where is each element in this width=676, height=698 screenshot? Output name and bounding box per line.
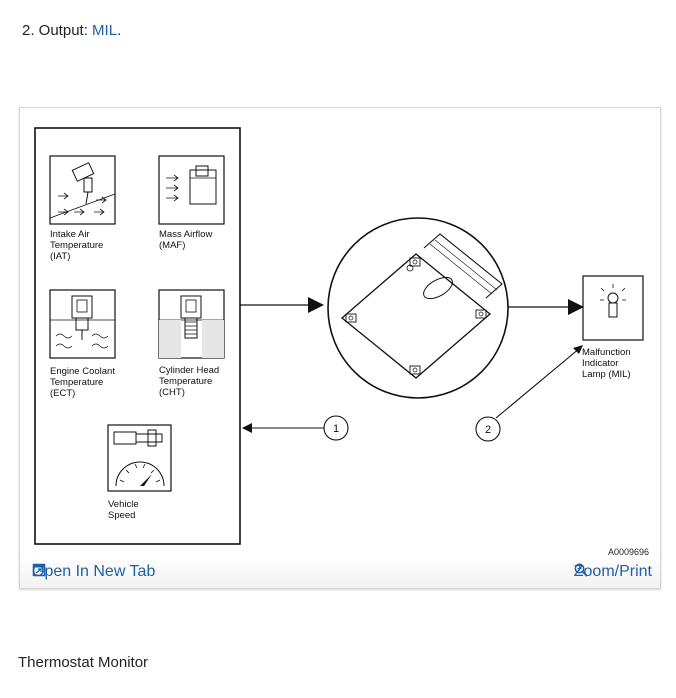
maf-sensor-icon [158,155,225,225]
figure-toolbar: Open In New Tab Zoom/Print [20,556,660,588]
cht-label-2: Temperature [159,376,212,387]
mil-label-1: Malfunction [582,347,631,358]
vss-label-1: Vehicle [108,499,139,510]
mil-lamp-icon [582,275,644,341]
zoom-magnifier-icon [574,563,588,577]
step-prefix: 2. Output: [22,22,93,39]
mil-link[interactable]: MIL [92,22,118,39]
next-section-heading: Thermostat Monitor [18,654,149,671]
pcm-module-circle [327,217,509,399]
ect-sensor-icon [49,289,116,359]
zoom-print-label: Zoom/Print [573,563,652,580]
iat-label-1: Intake Air [50,229,90,240]
open-in-new-tab-label: Open In New Tab [32,563,156,580]
vss-label-2: Speed [108,510,135,521]
pcm-module-icon [340,233,503,379]
callout-2-leader [495,347,581,419]
iat-sensor-icon [49,155,116,225]
mil-label-2: Indicator [582,358,618,369]
callout-1-circle [323,415,349,441]
zoom-print-button[interactable]: Zoom/Print [574,563,652,581]
cht-label-3: (CHT) [159,387,185,398]
callout-2-number: 2 [485,424,491,436]
diagram-figure: Intake Air Temperature (IAT) Mass Airflo… [19,107,661,589]
callout-2-arrowhead [573,345,583,354]
ect-label-2: Temperature [50,377,103,388]
callout-1-number: 1 [333,423,339,435]
sensor-panel [34,127,241,545]
open-in-new-tab-button[interactable]: Open In New Tab [32,563,155,581]
output-arrowhead [568,299,584,315]
cht-sensor-icon [158,289,225,359]
step-heading: 2. Output: MIL. [22,22,121,39]
iat-label-3: (IAT) [50,251,70,262]
cht-label-1: Cylinder Head [159,365,219,376]
callout-1-arrowhead [242,423,252,433]
open-new-tab-icon [32,563,46,577]
mil-label-3: Lamp (MIL) [582,369,631,380]
obd-input-output-diagram: Intake Air Temperature (IAT) Mass Airflo… [34,127,649,556]
step-suffix: . [117,22,122,39]
input-arrowhead [308,297,324,313]
ect-label-1: Engine Coolant [50,366,115,377]
callout-2-circle [475,416,501,442]
ect-label-3: (ECT) [50,388,75,399]
figure-code: A0009696 [608,547,649,556]
maf-label-2: (MAF) [159,240,185,251]
iat-label-2: Temperature [50,240,103,251]
maf-label-1: Mass Airflow [159,229,212,240]
vehicle-speed-sensor-icon [107,424,172,492]
